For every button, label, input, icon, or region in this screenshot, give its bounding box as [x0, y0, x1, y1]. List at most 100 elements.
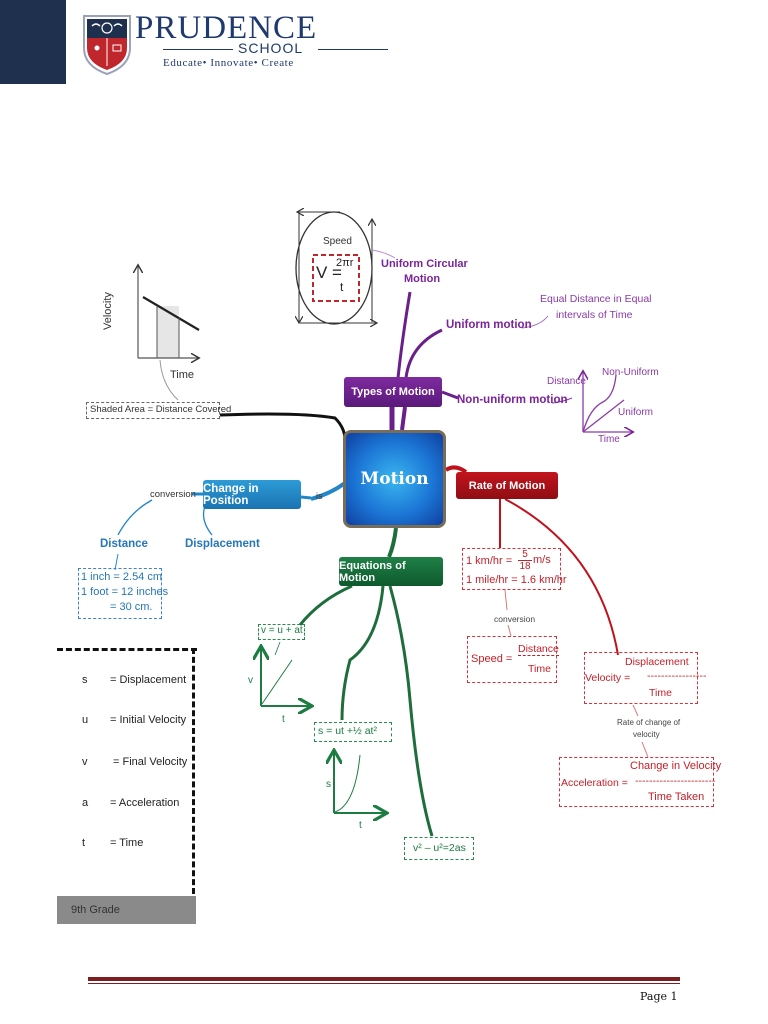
st-eq-graph-x: t — [359, 820, 362, 831]
vt-graph-x-label: Time — [170, 369, 195, 381]
shaded-area-note: Shaded Area = Distance Covered — [90, 404, 232, 415]
non-uniform-motion-label: Non-uniform motion — [457, 394, 568, 406]
node-change-in-position[interactable]: Change in Position — [203, 480, 301, 509]
node-equations-of-motion[interactable]: Equations of Motion — [339, 557, 443, 586]
length-conversion-box: 1 inch = 2.54 cm 1 foot = 12 inches = 30… — [78, 568, 168, 619]
school-logo — [82, 14, 392, 82]
position-conversion-label: conversion — [150, 489, 196, 500]
legend-row-u: u = Initial Velocity — [82, 714, 186, 726]
eq2-text: s = ut +½ at² — [318, 725, 377, 737]
speed-label: Speed — [323, 236, 352, 247]
eq1-box: v = u + at — [258, 624, 305, 640]
velocity-lhs: Velocity = — [585, 672, 631, 684]
legend-row-v: v = Final Velocity — [82, 756, 187, 768]
footer-rule — [88, 977, 680, 981]
speed-formula-num: 2πr — [336, 257, 354, 269]
velocity-time-graph — [138, 266, 199, 401]
brand-school: SCHOOL — [238, 40, 304, 56]
kmhr-den: 18 — [519, 561, 531, 572]
rate-branches — [444, 465, 649, 758]
speed-formula-numerator: Distance — [518, 643, 559, 656]
displacement-label: Displacement — [185, 538, 260, 550]
uniform-motion-label: Uniform motion — [446, 319, 532, 331]
equation-branches — [298, 527, 434, 837]
footer-rule-thin — [88, 983, 680, 984]
legend-border-top — [57, 648, 197, 651]
st-eq-graph-y: s — [326, 779, 331, 790]
symbol-legend: s= Displacement u = Initial Velocity v = F… — [57, 648, 196, 896]
uniform-note-2: intervals of Time — [556, 309, 633, 321]
rate-conversion-label: conversion — [494, 614, 536, 624]
acceleration-denominator: Time Taken — [648, 791, 705, 803]
legend-row-t: t = Time — [82, 837, 143, 849]
kmhr-unit: m/s — [533, 554, 551, 566]
is-link-label: is — [316, 491, 323, 501]
brand-tagline: Educate• Innovate• Create — [163, 57, 294, 69]
acceleration-numerator: Change in Velocity — [630, 760, 722, 772]
brand-rule-left — [163, 49, 233, 50]
rate-change-label-1: Rate of change of — [617, 718, 681, 727]
eq1-text: v = u + at — [261, 625, 303, 636]
vt-eq-graph-x: t — [282, 714, 285, 725]
legend-border-right — [192, 648, 195, 894]
uniform-circular-label-2: Motion — [404, 273, 441, 285]
distance-time-graph — [583, 372, 632, 432]
vt-eq-graph-y: v — [248, 675, 253, 686]
acceleration-formula-box: Change in Velocity Acceleration = ------… — [559, 757, 721, 807]
speed-formula-lhs-text: Speed = — [471, 653, 513, 665]
conversion-line-2: 1 foot = 12 inches — [81, 586, 169, 598]
distance-label: Distance — [100, 538, 148, 550]
acceleration-rule: ----------------------- — [635, 775, 716, 787]
speed-formula-box: Speed = Distance Time — [467, 636, 559, 683]
legend-desc: = Initial Velocity — [110, 714, 187, 726]
shield-icon — [83, 15, 131, 76]
speed-formula-denominator: Time — [528, 663, 551, 675]
milehr-line: 1 mile/hr = 1.6 km/hr — [466, 574, 567, 586]
legend-row-s: s= Displacement — [82, 674, 186, 686]
velocity-rule: ----------------- — [647, 670, 707, 682]
acceleration-lhs: Acceleration = — [561, 777, 628, 789]
eq2-box: s = ut +½ at² — [314, 722, 392, 742]
dt-graph-curve1: Non-Uniform — [602, 367, 659, 378]
central-node-motion[interactable]: Motion — [343, 430, 446, 528]
rate-change-label-2: velocity — [633, 730, 660, 739]
velocity-denominator: Time — [649, 687, 672, 699]
speed-formula-lhs: V = — [316, 263, 342, 282]
header-side-bar — [0, 0, 66, 84]
circular-motion-diagram — [296, 212, 396, 324]
node-rate-of-motion[interactable]: Rate of Motion — [456, 472, 558, 499]
brand-name: PRUDENCE — [135, 10, 318, 46]
speed-formula-den: t — [340, 280, 344, 294]
brand-rule-right — [318, 49, 388, 50]
kmhr-lhs: 1 km/hr = — [466, 555, 513, 567]
shaded-area-note-box: Shaded Area = Distance Covered — [86, 402, 231, 419]
legend-symbol: v — [82, 756, 88, 768]
node-types-of-motion[interactable]: Types of Motion — [344, 377, 442, 407]
uniform-circular-label-1: Uniform Circular — [381, 258, 468, 270]
conversion-line-1: 1 inch = 2.54 cm — [81, 571, 163, 583]
uniform-note-1: Equal Distance in Equal — [540, 293, 652, 305]
st-equation-graph — [334, 752, 385, 813]
eq3-box: v² – u²=2as — [404, 837, 474, 860]
conversion-line-3: = 30 cm. — [110, 601, 153, 613]
legend-desc: = Time — [110, 837, 144, 849]
page-number: Page 1 — [640, 990, 678, 1003]
speed-conversion-box: 1 km/hr = 5 18 m/s 1 mile/hr = 1.6 km/hr — [462, 548, 567, 590]
velocity-formula-box: Displacement Velocity = ----------------… — [584, 652, 706, 704]
grade-bar: 9th Grade — [57, 896, 196, 924]
legend-desc: = Final Velocity — [113, 756, 188, 768]
velocity-numerator: Displacement — [625, 656, 689, 668]
vt-equation-graph — [261, 641, 310, 706]
legend-symbol: a — [82, 797, 89, 809]
types-branches — [389, 291, 573, 431]
legend-desc: = Acceleration — [110, 797, 180, 809]
dt-graph-y-label: Distance — [547, 376, 586, 387]
dt-graph-x-label: Time — [598, 434, 620, 445]
legend-symbol: u — [82, 714, 89, 726]
area-branch — [219, 412, 347, 441]
eq3-text: v² – u²=2as — [413, 842, 466, 854]
vt-graph-y-label: Velocity — [102, 292, 114, 330]
kmhr-num: 5 — [518, 549, 532, 561]
legend-symbol: t — [82, 837, 86, 849]
